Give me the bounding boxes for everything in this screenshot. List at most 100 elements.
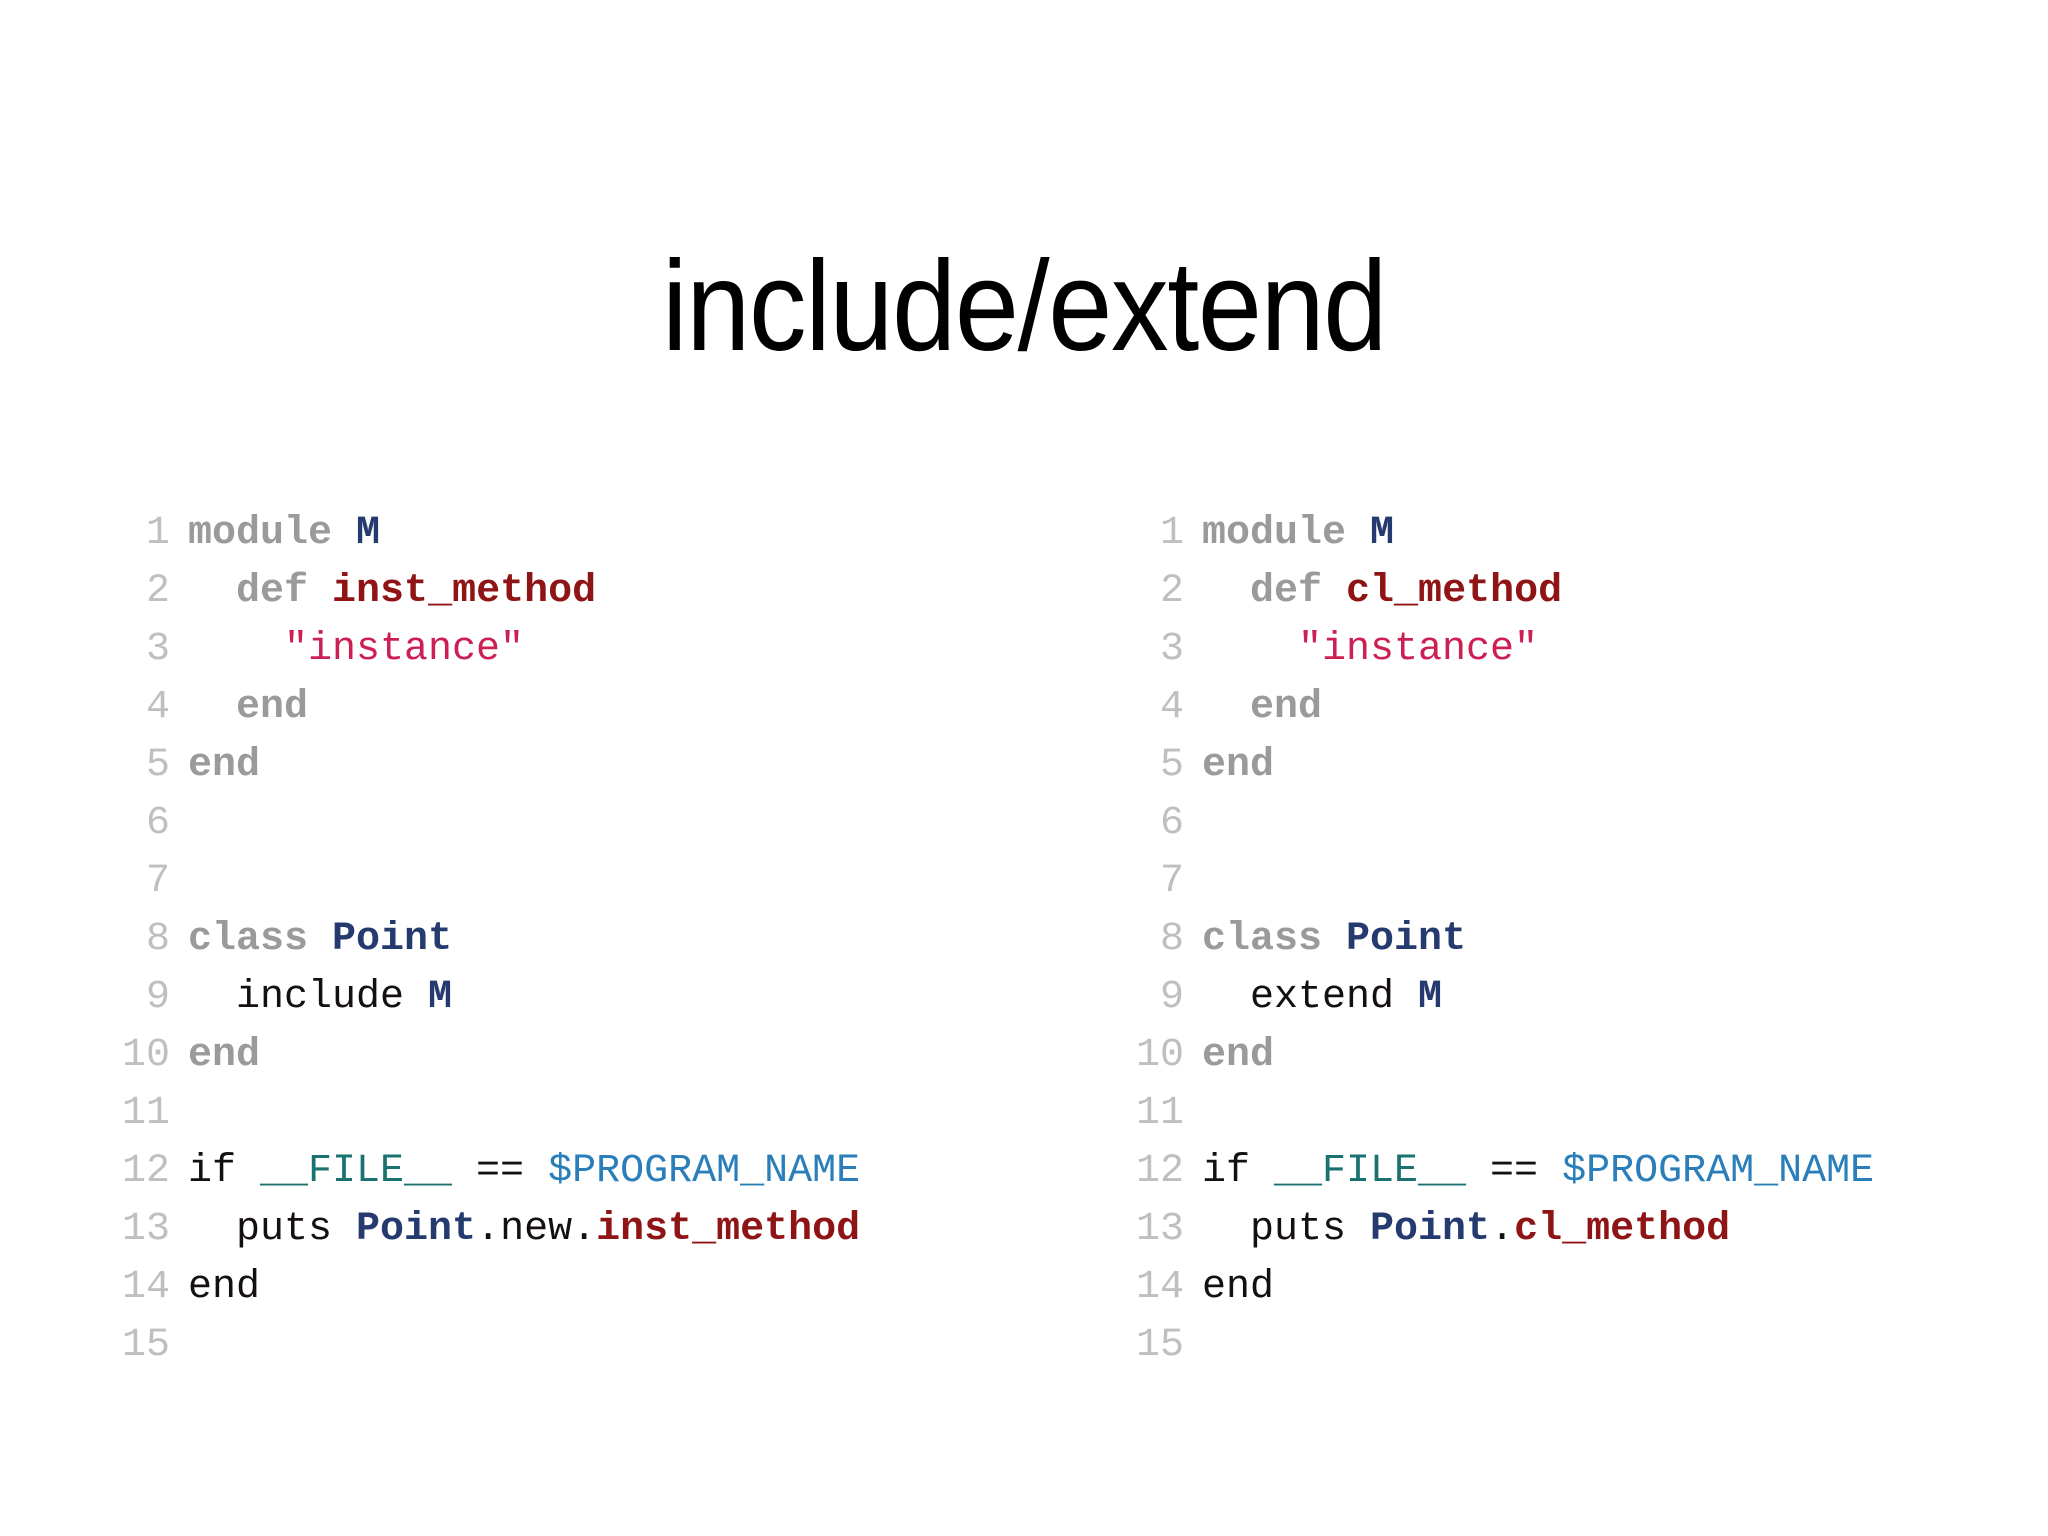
code-token-plain <box>332 511 356 556</box>
line-number: 9 <box>1159 975 1184 1020</box>
code-line: 15 <box>108 1317 948 1375</box>
code-line: 13 puts Point.new.inst_method <box>108 1201 948 1259</box>
code-line: 9 include M <box>108 969 948 1027</box>
code-token-plain <box>1322 569 1346 614</box>
code-token-plain <box>1322 917 1346 962</box>
code-line-text: end <box>1184 737 1274 795</box>
code-line-text: end <box>170 737 260 795</box>
code-line-text: puts Point.cl_method <box>1184 1201 1730 1259</box>
code-token-kw: end <box>1202 1033 1275 1078</box>
code-line: 6 <box>1122 795 1962 853</box>
code-token-plain <box>308 569 332 614</box>
line-number: 6 <box>145 801 170 846</box>
code-line-text: include M <box>170 969 452 1027</box>
code-token-method: cl_method <box>1346 569 1563 614</box>
code-token-const: Point <box>332 917 453 962</box>
code-line-text: module M <box>170 505 380 563</box>
code-token-plain: if <box>188 1149 261 1194</box>
code-token-plain: if <box>1202 1149 1275 1194</box>
code-line: 7 <box>1122 853 1962 911</box>
line-number: 2 <box>145 569 170 614</box>
code-token-gvar: $PROGRAM_NAME <box>548 1149 861 1194</box>
line-number: 9 <box>145 975 170 1020</box>
code-token-kw: end <box>236 685 309 730</box>
line-number: 15 <box>1135 1323 1184 1368</box>
code-token-plain: . <box>1490 1207 1515 1252</box>
code-line: 9 extend M <box>1122 969 1962 1027</box>
line-number: 8 <box>145 917 170 962</box>
line-number: 2 <box>1159 569 1184 614</box>
line-number: 1 <box>145 511 170 556</box>
code-token-kw: module <box>1202 511 1347 556</box>
line-number: 14 <box>1135 1265 1184 1310</box>
code-token-kw: end <box>1202 743 1275 788</box>
code-token-plain: .new. <box>476 1207 597 1252</box>
code-token-kw: end <box>188 743 261 788</box>
code-token-plain: include <box>188 975 429 1020</box>
code-token-plain <box>188 627 284 672</box>
code-line: 2 def cl_method <box>1122 563 1962 621</box>
code-line-text: end <box>170 679 308 737</box>
line-number: 7 <box>1159 859 1184 904</box>
code-token-const: M <box>1370 511 1395 556</box>
code-token-method: inst_method <box>596 1207 861 1252</box>
code-token-kw: end <box>188 1033 261 1078</box>
code-token-plain <box>188 685 236 730</box>
code-token-plain <box>1346 511 1370 556</box>
code-line-text: def cl_method <box>1184 563 1562 621</box>
code-line: 14 end <box>1122 1259 1962 1317</box>
code-line: 3 "instance" <box>1122 621 1962 679</box>
code-token-kw: class <box>188 917 309 962</box>
code-token-const: M <box>356 511 381 556</box>
code-token-plain <box>1202 627 1298 672</box>
code-token-kw: class <box>1202 917 1323 962</box>
line-number: 4 <box>1159 685 1184 730</box>
code-line: 4 end <box>108 679 948 737</box>
line-number: 7 <box>145 859 170 904</box>
code-token-plain: end <box>1202 1265 1275 1310</box>
code-line: 5 end <box>108 737 948 795</box>
code-line: 15 <box>1122 1317 1962 1375</box>
code-line-text: end <box>1184 1027 1274 1085</box>
line-number: 11 <box>121 1091 170 1136</box>
line-number: 13 <box>121 1207 170 1252</box>
line-number: 15 <box>121 1323 170 1368</box>
code-line-text: end <box>1184 679 1322 737</box>
code-token-const: Point <box>1346 917 1467 962</box>
code-line: 5 end <box>1122 737 1962 795</box>
code-line-text: class Point <box>1184 911 1466 969</box>
line-number: 6 <box>1159 801 1184 846</box>
code-line: 1 module M <box>1122 505 1962 563</box>
line-number: 10 <box>1135 1033 1184 1078</box>
code-token-plain: == <box>452 1149 549 1194</box>
line-number: 1 <box>1159 511 1184 556</box>
code-token-plain: puts <box>1202 1207 1371 1252</box>
code-token-const: Point <box>356 1207 477 1252</box>
code-line: 11 <box>1122 1085 1962 1143</box>
code-line: 11 <box>108 1085 948 1143</box>
code-token-plain: end <box>188 1265 261 1310</box>
line-number: 5 <box>1159 743 1184 788</box>
line-number: 13 <box>1135 1207 1184 1252</box>
code-token-plain: puts <box>188 1207 357 1252</box>
code-token-kw: def <box>1250 569 1323 614</box>
code-line-text: class Point <box>170 911 452 969</box>
code-line-text: def inst_method <box>170 563 596 621</box>
code-token-const: M <box>428 975 453 1020</box>
code-line: 10 end <box>1122 1027 1962 1085</box>
line-number: 8 <box>1159 917 1184 962</box>
line-number: 5 <box>145 743 170 788</box>
code-line: 2 def inst_method <box>108 563 948 621</box>
code-token-file: __FILE__ <box>1274 1149 1467 1194</box>
code-token-plain: extend <box>1202 975 1419 1020</box>
code-token-str: "instance" <box>1298 627 1539 672</box>
code-line-text: if __FILE__ == $PROGRAM_NAME <box>1184 1143 1874 1201</box>
code-token-gvar: $PROGRAM_NAME <box>1562 1149 1875 1194</box>
code-line-text: puts Point.new.inst_method <box>170 1201 860 1259</box>
